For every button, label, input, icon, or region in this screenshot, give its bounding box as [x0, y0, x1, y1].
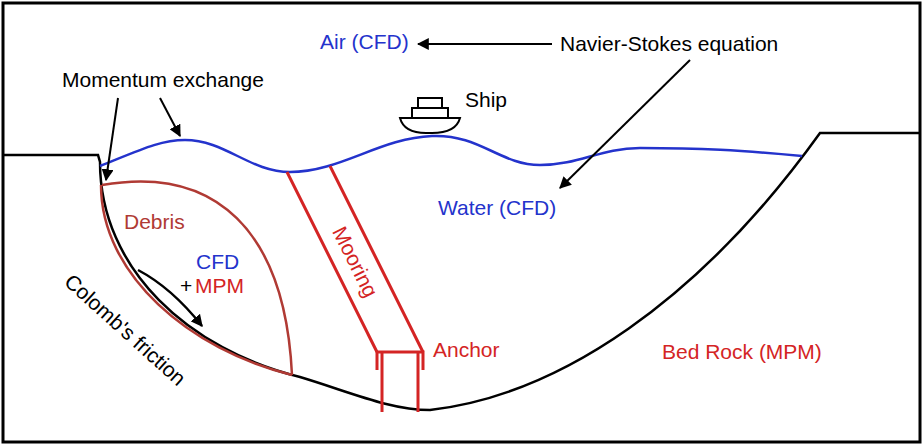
- ship-hull: [400, 118, 460, 133]
- region-label: Water (CFD): [438, 196, 556, 220]
- anchor-leg: [382, 352, 418, 412]
- leader-arrow: [160, 98, 180, 136]
- friction-label: Colomb's friction: [59, 269, 190, 390]
- anchor-label: Anchor: [433, 338, 500, 362]
- anchor-figure: Anchor: [368, 336, 513, 416]
- leader-arrow: [418, 43, 552, 45]
- leader-arrow: [106, 98, 118, 180]
- debris-region: DebrisCFD+MPM: [95, 165, 305, 385]
- ship-figure: Ship: [395, 86, 520, 138]
- bedrock-surface: [3, 133, 921, 410]
- method-label: MPM: [195, 274, 244, 298]
- plus-sign: +: [180, 274, 192, 298]
- ship-label: Ship: [465, 88, 507, 112]
- water-surface: [100, 136, 802, 172]
- method-label: CFD: [196, 250, 239, 274]
- region-label: Air (CFD): [320, 30, 409, 54]
- mooring-line: Mooring: [280, 160, 430, 356]
- mooring-label: Mooring: [327, 223, 383, 302]
- leader-arrow: [560, 60, 690, 188]
- note-label: Momentum exchange: [62, 68, 264, 92]
- region-label: Debris: [124, 210, 185, 234]
- frame-border: [3, 3, 920, 442]
- ship-cabin: [418, 98, 442, 108]
- equation-label: Navier-Stokes equation: [560, 32, 778, 56]
- ship-deck: [412, 108, 448, 118]
- region-label: Bed Rock (MPM): [662, 340, 822, 364]
- friction-arrow: [138, 270, 202, 326]
- anchor-head: [377, 352, 423, 370]
